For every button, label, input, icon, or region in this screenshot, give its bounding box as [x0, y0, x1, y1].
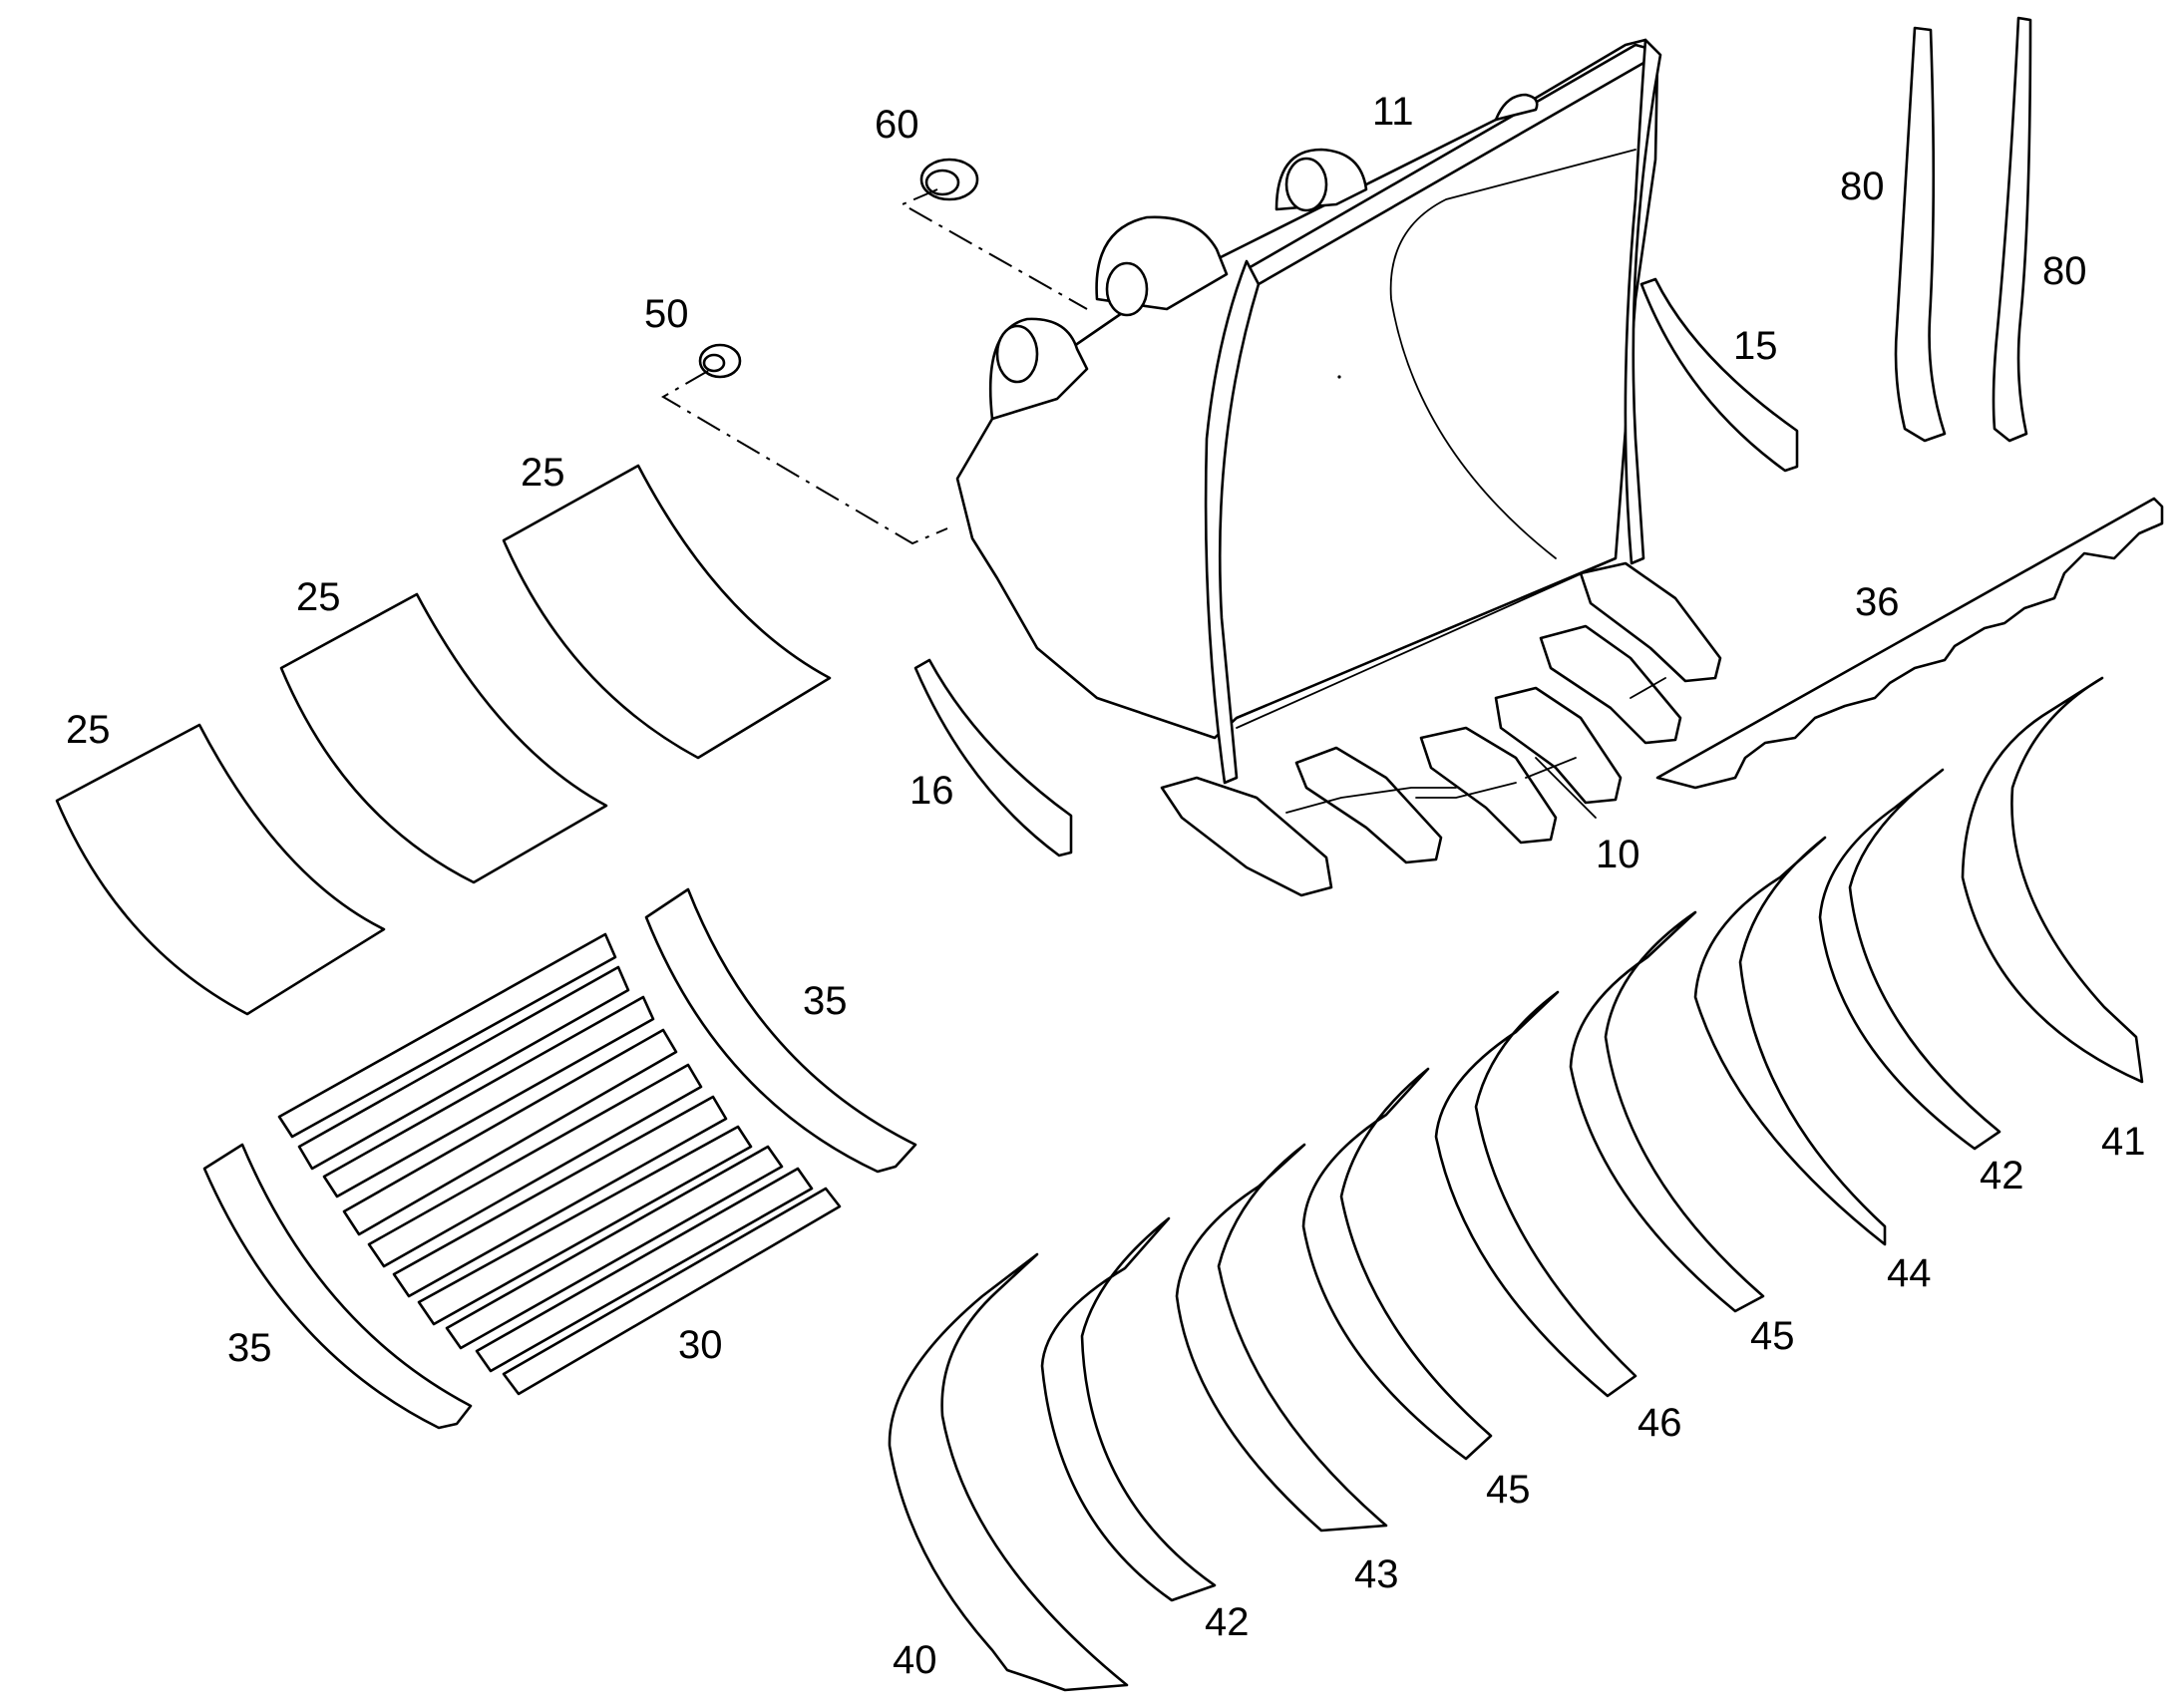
callout-41: 41	[2101, 1120, 2146, 1164]
assembly-leader-50	[661, 370, 948, 545]
side-wear-strip-16	[913, 658, 1073, 857]
callout-labels: 10 11 15 16 25 25 25 30 35 35 36 40 41 4…	[66, 90, 2146, 1682]
callout-15: 15	[1733, 324, 1778, 368]
wedge-80-left	[1894, 26, 1947, 443]
bucket-body	[955, 38, 1662, 785]
callout-16: 16	[909, 769, 954, 813]
callout-42-left: 42	[1205, 1600, 1250, 1644]
callout-80-left: 80	[1840, 165, 1885, 208]
wear-plates-25	[55, 464, 832, 1016]
callout-46: 46	[1637, 1401, 1682, 1445]
bucket-teeth	[1160, 561, 1722, 897]
callout-43: 43	[1354, 1552, 1399, 1596]
callout-40: 40	[893, 1638, 937, 1682]
callout-44: 44	[1887, 1251, 1932, 1295]
callout-25-top: 25	[521, 451, 565, 495]
wear-strips-30	[277, 932, 842, 1396]
callout-42-right: 42	[1980, 1154, 2024, 1197]
callout-11: 11	[1372, 90, 1414, 134]
callout-45-left: 45	[1486, 1468, 1531, 1512]
callout-25-middle: 25	[296, 575, 341, 619]
callout-35-left: 35	[227, 1326, 272, 1370]
callout-80-right: 80	[2042, 249, 2087, 293]
callout-25-left: 25	[66, 708, 111, 752]
callout-35-right: 35	[803, 979, 848, 1023]
bushing-50	[698, 343, 742, 379]
curved-liners	[888, 676, 2144, 1692]
callout-50: 50	[644, 292, 689, 336]
assembly-leader-60	[900, 188, 1088, 310]
callout-60: 60	[875, 103, 919, 147]
callout-45-right: 45	[1750, 1314, 1795, 1358]
callout-36: 36	[1855, 580, 1900, 624]
curved-strip-35-right	[644, 887, 917, 1174]
curved-strip-35-left	[202, 1143, 473, 1430]
callout-10: 10	[1596, 833, 1640, 876]
side-wear-strip-15	[1639, 277, 1799, 473]
wedge-80-right	[1992, 16, 2032, 443]
callout-30: 30	[678, 1323, 723, 1367]
cutting-edge-36	[1655, 497, 2164, 790]
